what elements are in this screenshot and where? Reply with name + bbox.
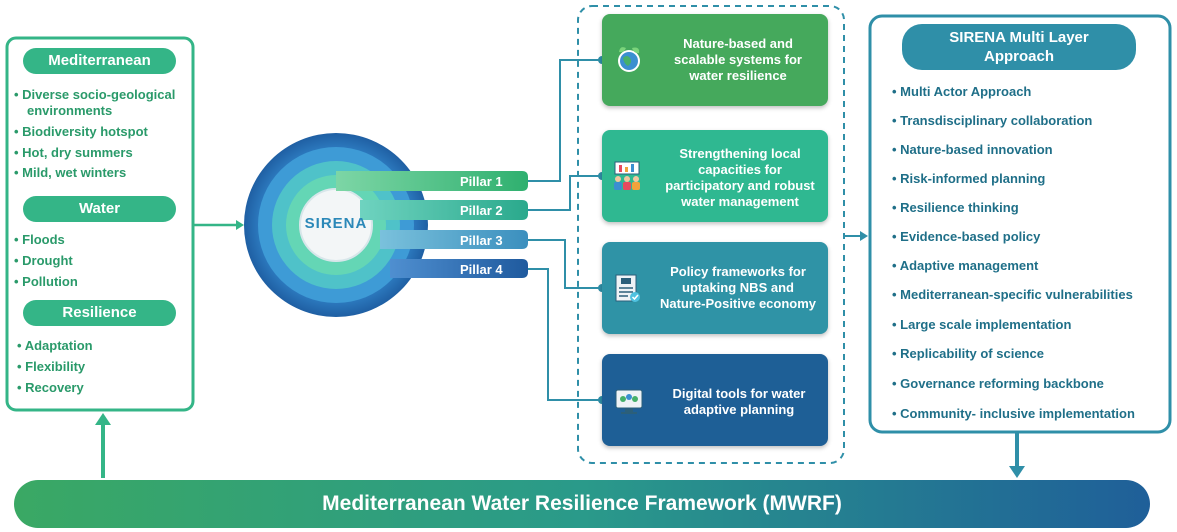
pillar-1-label: Pillar 1	[460, 174, 503, 189]
list-item: • Adaptive management	[892, 258, 1039, 273]
list-item: • Transdisciplinary collaboration	[892, 113, 1093, 128]
list-item: • Nature-based innovation	[892, 142, 1053, 157]
list-item: • Replicability of science	[892, 346, 1044, 361]
pillar-2-label: Pillar 2	[460, 203, 503, 218]
list-item: • Community- inclusive implementation	[892, 406, 1135, 421]
card-line: capacities for	[698, 162, 782, 177]
list-item: • Multi Actor Approach	[892, 84, 1032, 99]
card-line: scalable systems for	[674, 52, 802, 67]
list-item: • Evidence-based policy	[892, 229, 1041, 244]
pillar-3-label: Pillar 3	[460, 233, 503, 248]
card-line: adaptive planning	[683, 402, 795, 417]
pillar-4-label: Pillar 4	[460, 262, 503, 277]
card-line: water resilience	[689, 68, 787, 83]
title-line: Approach	[983, 48, 1054, 65]
mediterranean-heading: Mediterranean	[23, 48, 176, 74]
list-item: environments	[27, 103, 113, 118]
resilience-heading: Resilience	[23, 300, 176, 326]
list-item: • Hot, dry summers	[14, 145, 133, 160]
list-item: • Drought	[14, 253, 73, 268]
list-item: • Pollution	[14, 274, 78, 289]
water-heading: Water	[23, 196, 176, 222]
list-item: • Flexibility	[17, 359, 86, 374]
framework-title: Mediterranean Water Resilience Framework…	[322, 492, 842, 515]
list-item: • Resilience thinking	[892, 200, 1019, 215]
card-local-capacities: Strengthening local capacities for parti…	[602, 130, 828, 222]
card-nature-based-systems: Nature-based and scalable systems for wa…	[602, 14, 828, 106]
card-line: Strengthening local	[679, 146, 801, 161]
policy-document-icon	[615, 274, 640, 302]
card-line: Nature-based and	[683, 36, 793, 51]
card-policy-frameworks: Policy frameworks for uptaking NBS and N…	[602, 242, 828, 334]
sirena-logo: SIRENA	[304, 215, 368, 232]
list-item: • Mild, wet winters	[14, 165, 127, 180]
cards-dashed-frame	[577, 5, 845, 464]
list-item: • Governance reforming backbone	[892, 376, 1104, 391]
card-line: Policy frameworks for	[670, 264, 806, 279]
digital-screen-icon	[615, 389, 643, 414]
card-digital-tools: Digital tools for water adaptive plannin…	[602, 354, 828, 446]
list-item: • Large scale implementation	[892, 317, 1072, 332]
bottom-bar-shape	[14, 480, 1150, 528]
title-line: SIRENA Multi Layer	[949, 29, 1089, 46]
list-item: • Diverse socio-geological	[14, 87, 176, 102]
globe-leaf-icon	[618, 47, 640, 72]
list-item: • Mediterranean-specific vulnerabilities	[892, 287, 1133, 302]
right-panel-title: SIRENA Multi Layer Approach	[902, 24, 1136, 70]
card-line: participatory and robust	[665, 178, 815, 193]
card-line: water management	[681, 194, 799, 209]
right-panel-border	[868, 14, 1172, 434]
list-item: • Adaptation	[17, 338, 93, 353]
list-item: • Biodiversity hotspot	[14, 124, 148, 139]
card-line: Digital tools for water	[672, 386, 806, 401]
card-line: uptaking NBS and	[682, 280, 794, 295]
people-meeting-icon	[614, 161, 640, 190]
list-item: • Floods	[14, 232, 65, 247]
list-item: • Risk-informed planning	[892, 171, 1046, 186]
card-line: Nature-Positive economy	[659, 296, 817, 311]
list-item: • Recovery	[17, 380, 84, 395]
